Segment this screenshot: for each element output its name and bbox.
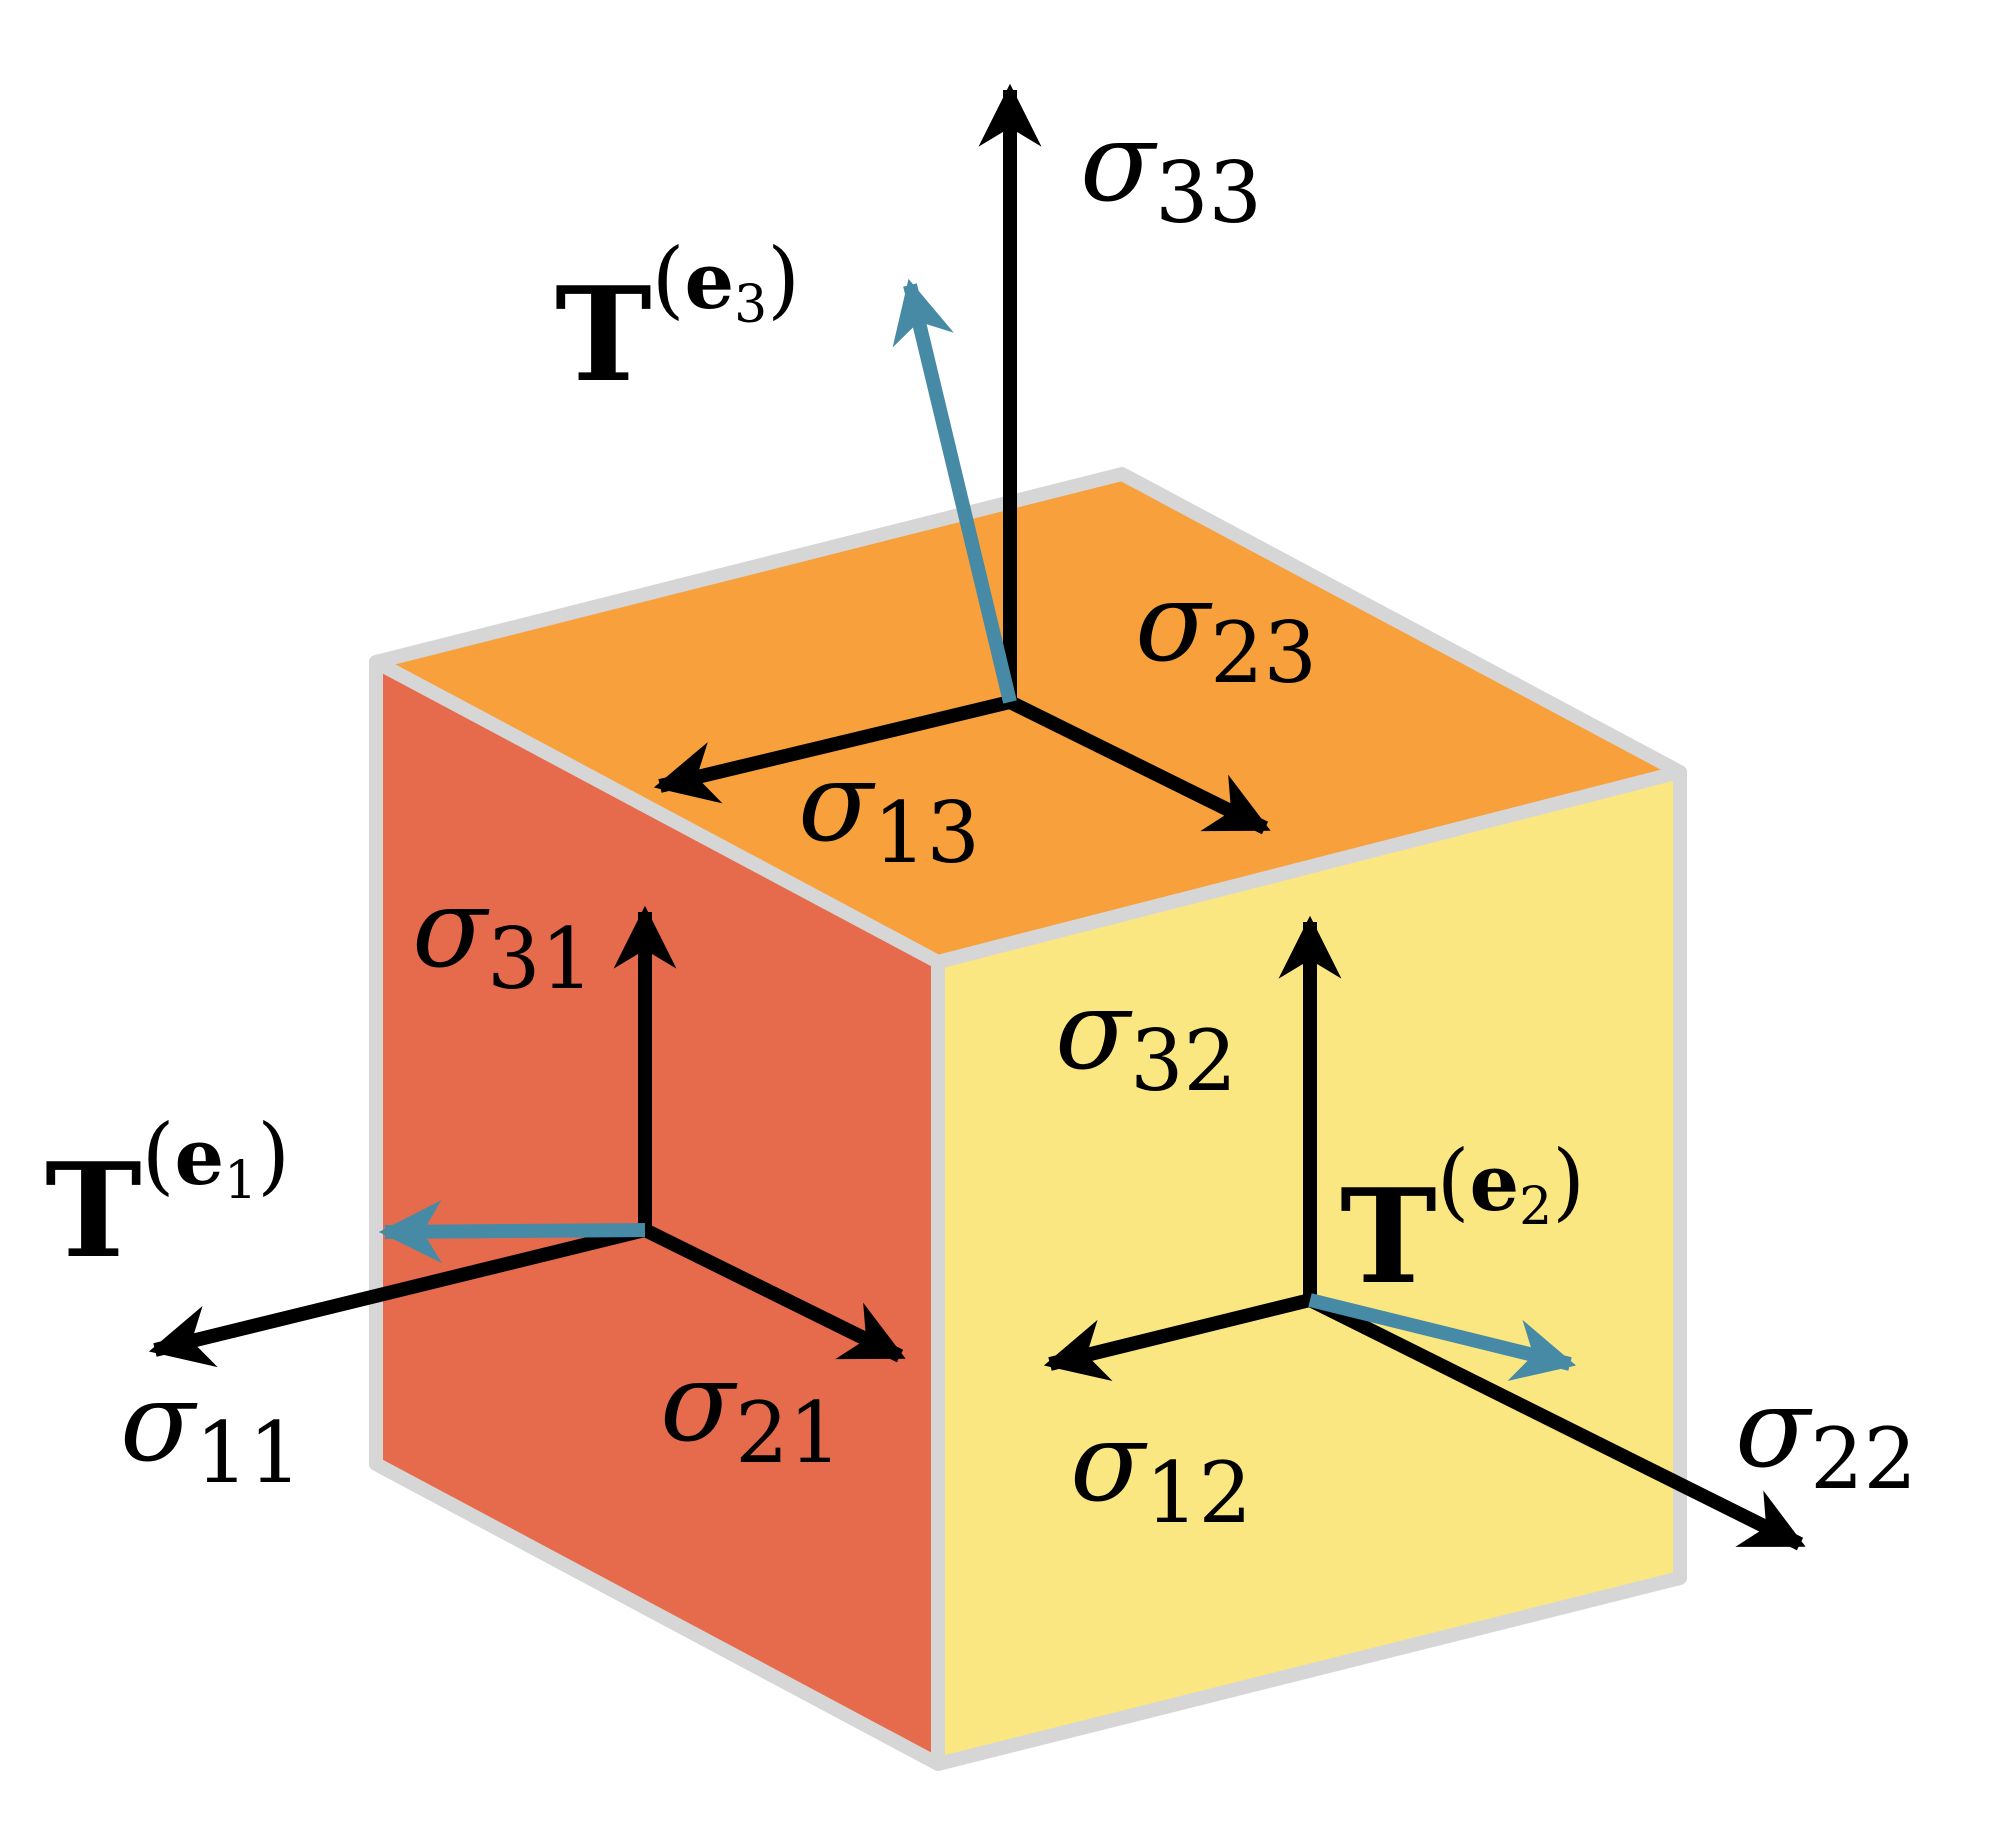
- sigma-13-arrow: [653, 695, 1012, 804]
- cube: [369, 467, 1687, 1771]
- label-sigma-22: σ22: [1735, 1364, 1917, 1508]
- traction-e2-arrow: [1308, 1293, 1577, 1382]
- left-face-arrows: [148, 905, 906, 1368]
- top-face-arrows: [653, 83, 1271, 835]
- sigma-12-arrow: [1043, 1293, 1312, 1382]
- sigma-21-arrow: [641, 1223, 906, 1363]
- label-traction-e3: T(e3): [555, 230, 800, 411]
- label-sigma-12: σ12: [1070, 1398, 1252, 1542]
- right-face-arrows: [1043, 915, 1806, 1551]
- label-sigma-13: σ13: [798, 738, 980, 882]
- stress-labels: σ33 σ23 σ13 σ31 σ11 σ21 σ32 σ12 σ22: [120, 98, 1917, 1542]
- label-sigma-32: σ32: [1055, 966, 1237, 1110]
- traction-e3-arrow: [892, 278, 1017, 704]
- label-sigma-23: σ23: [1135, 558, 1317, 702]
- label-sigma-33: σ33: [1080, 98, 1262, 242]
- label-sigma-31: σ31: [412, 864, 594, 1008]
- sigma-23-arrow: [1006, 695, 1271, 835]
- traction-e1-arrow: [378, 1200, 646, 1264]
- label-sigma-21: σ21: [660, 1338, 842, 1482]
- label-traction-e1: T(e1): [45, 1106, 290, 1287]
- sigma-11-arrow: [148, 1223, 647, 1368]
- label-traction-e2: T(e2): [1340, 1132, 1585, 1313]
- sigma-22-arrow: [1306, 1293, 1806, 1551]
- label-sigma-11: σ11: [120, 1358, 302, 1502]
- traction-labels: T(e3) T(e1) T(e2): [45, 230, 1585, 1313]
